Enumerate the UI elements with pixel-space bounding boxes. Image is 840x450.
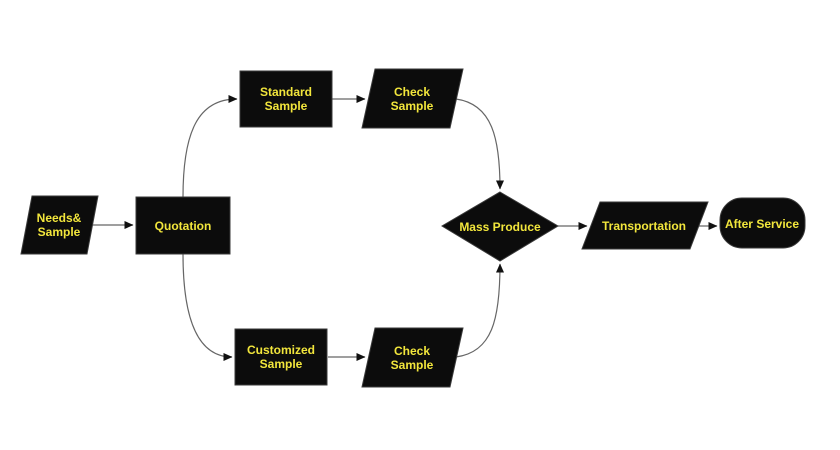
node-check-sample-bottom-shape <box>361 327 464 388</box>
edge-quotation-to-customized-sample <box>182 253 233 361</box>
node-quotation-shape <box>135 196 231 255</box>
node-transportation-shape <box>581 201 709 250</box>
node-after-service-shape <box>719 197 806 249</box>
node-customized-sample-shape <box>234 328 328 386</box>
edge-check-sample-top-to-mass-produce <box>455 98 504 190</box>
edge-check-sample-bottom-to-mass-produce <box>455 263 504 358</box>
edge-quotation-to-standard-sample <box>182 95 238 198</box>
node-needs-sample-shape <box>20 195 99 255</box>
node-mass-produce-shape <box>441 191 559 262</box>
node-check-sample-top-shape <box>361 68 464 129</box>
node-standard-sample-shape <box>239 70 333 128</box>
